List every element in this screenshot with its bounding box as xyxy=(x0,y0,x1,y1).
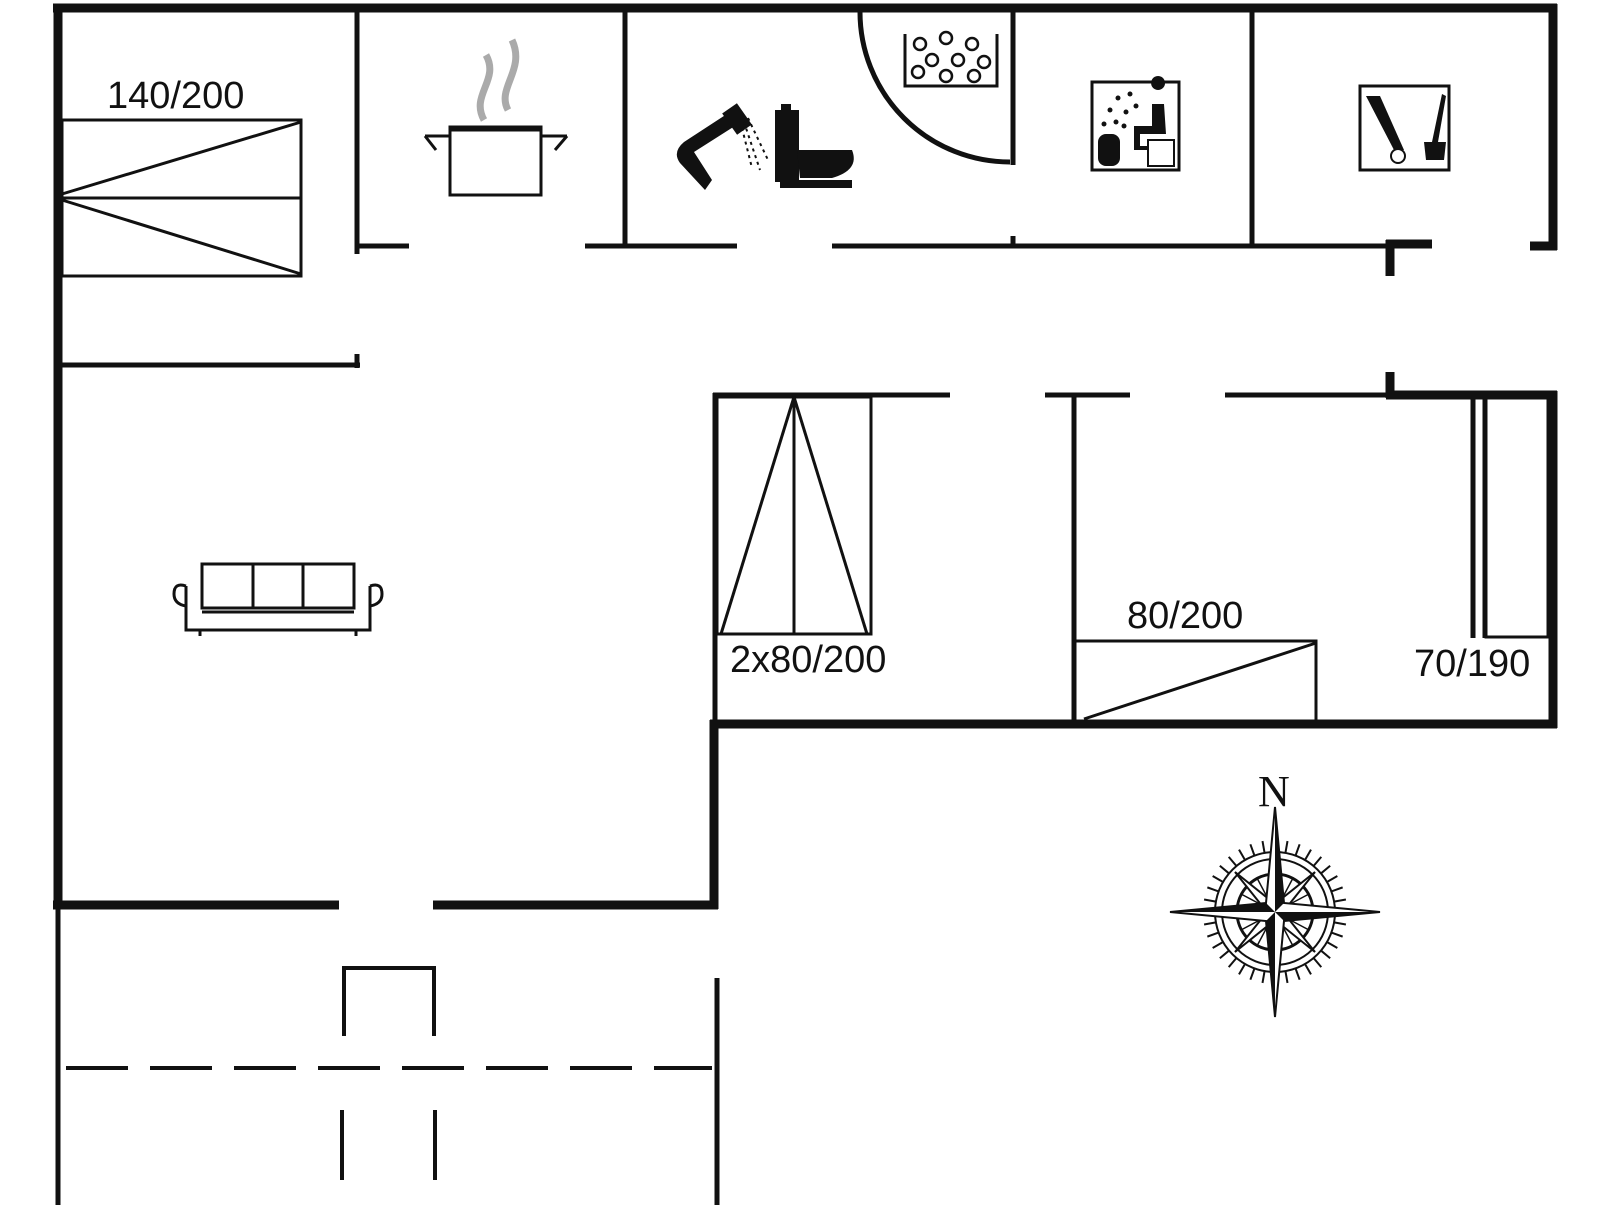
bed-size-label-3: 80/200 xyxy=(1127,595,1243,637)
bed-size-label-4: 70/190 xyxy=(1414,643,1530,685)
whirlpool-icon xyxy=(903,30,999,88)
bed-double xyxy=(60,118,303,278)
toilet-icon xyxy=(775,104,854,188)
stove-pot-icon xyxy=(423,38,569,197)
bed-bunk xyxy=(1484,395,1550,639)
sauna-icon xyxy=(1090,76,1181,172)
interior-walls xyxy=(60,10,1488,724)
sofa-icon xyxy=(172,562,384,636)
bathroom-door-swing xyxy=(857,11,1011,165)
terrace xyxy=(55,907,720,1205)
shower-icon xyxy=(676,103,769,190)
compass-rose-icon xyxy=(1169,806,1381,1018)
utility-room-icon xyxy=(1358,84,1451,172)
bed-size-label-1: 140/200 xyxy=(107,75,244,117)
exterior-walls xyxy=(53,3,1558,910)
bed-size-label-2: 2x80/200 xyxy=(730,639,886,681)
north-label: N xyxy=(1258,767,1290,816)
bed-single xyxy=(1072,639,1318,723)
bed-twin xyxy=(715,395,873,636)
